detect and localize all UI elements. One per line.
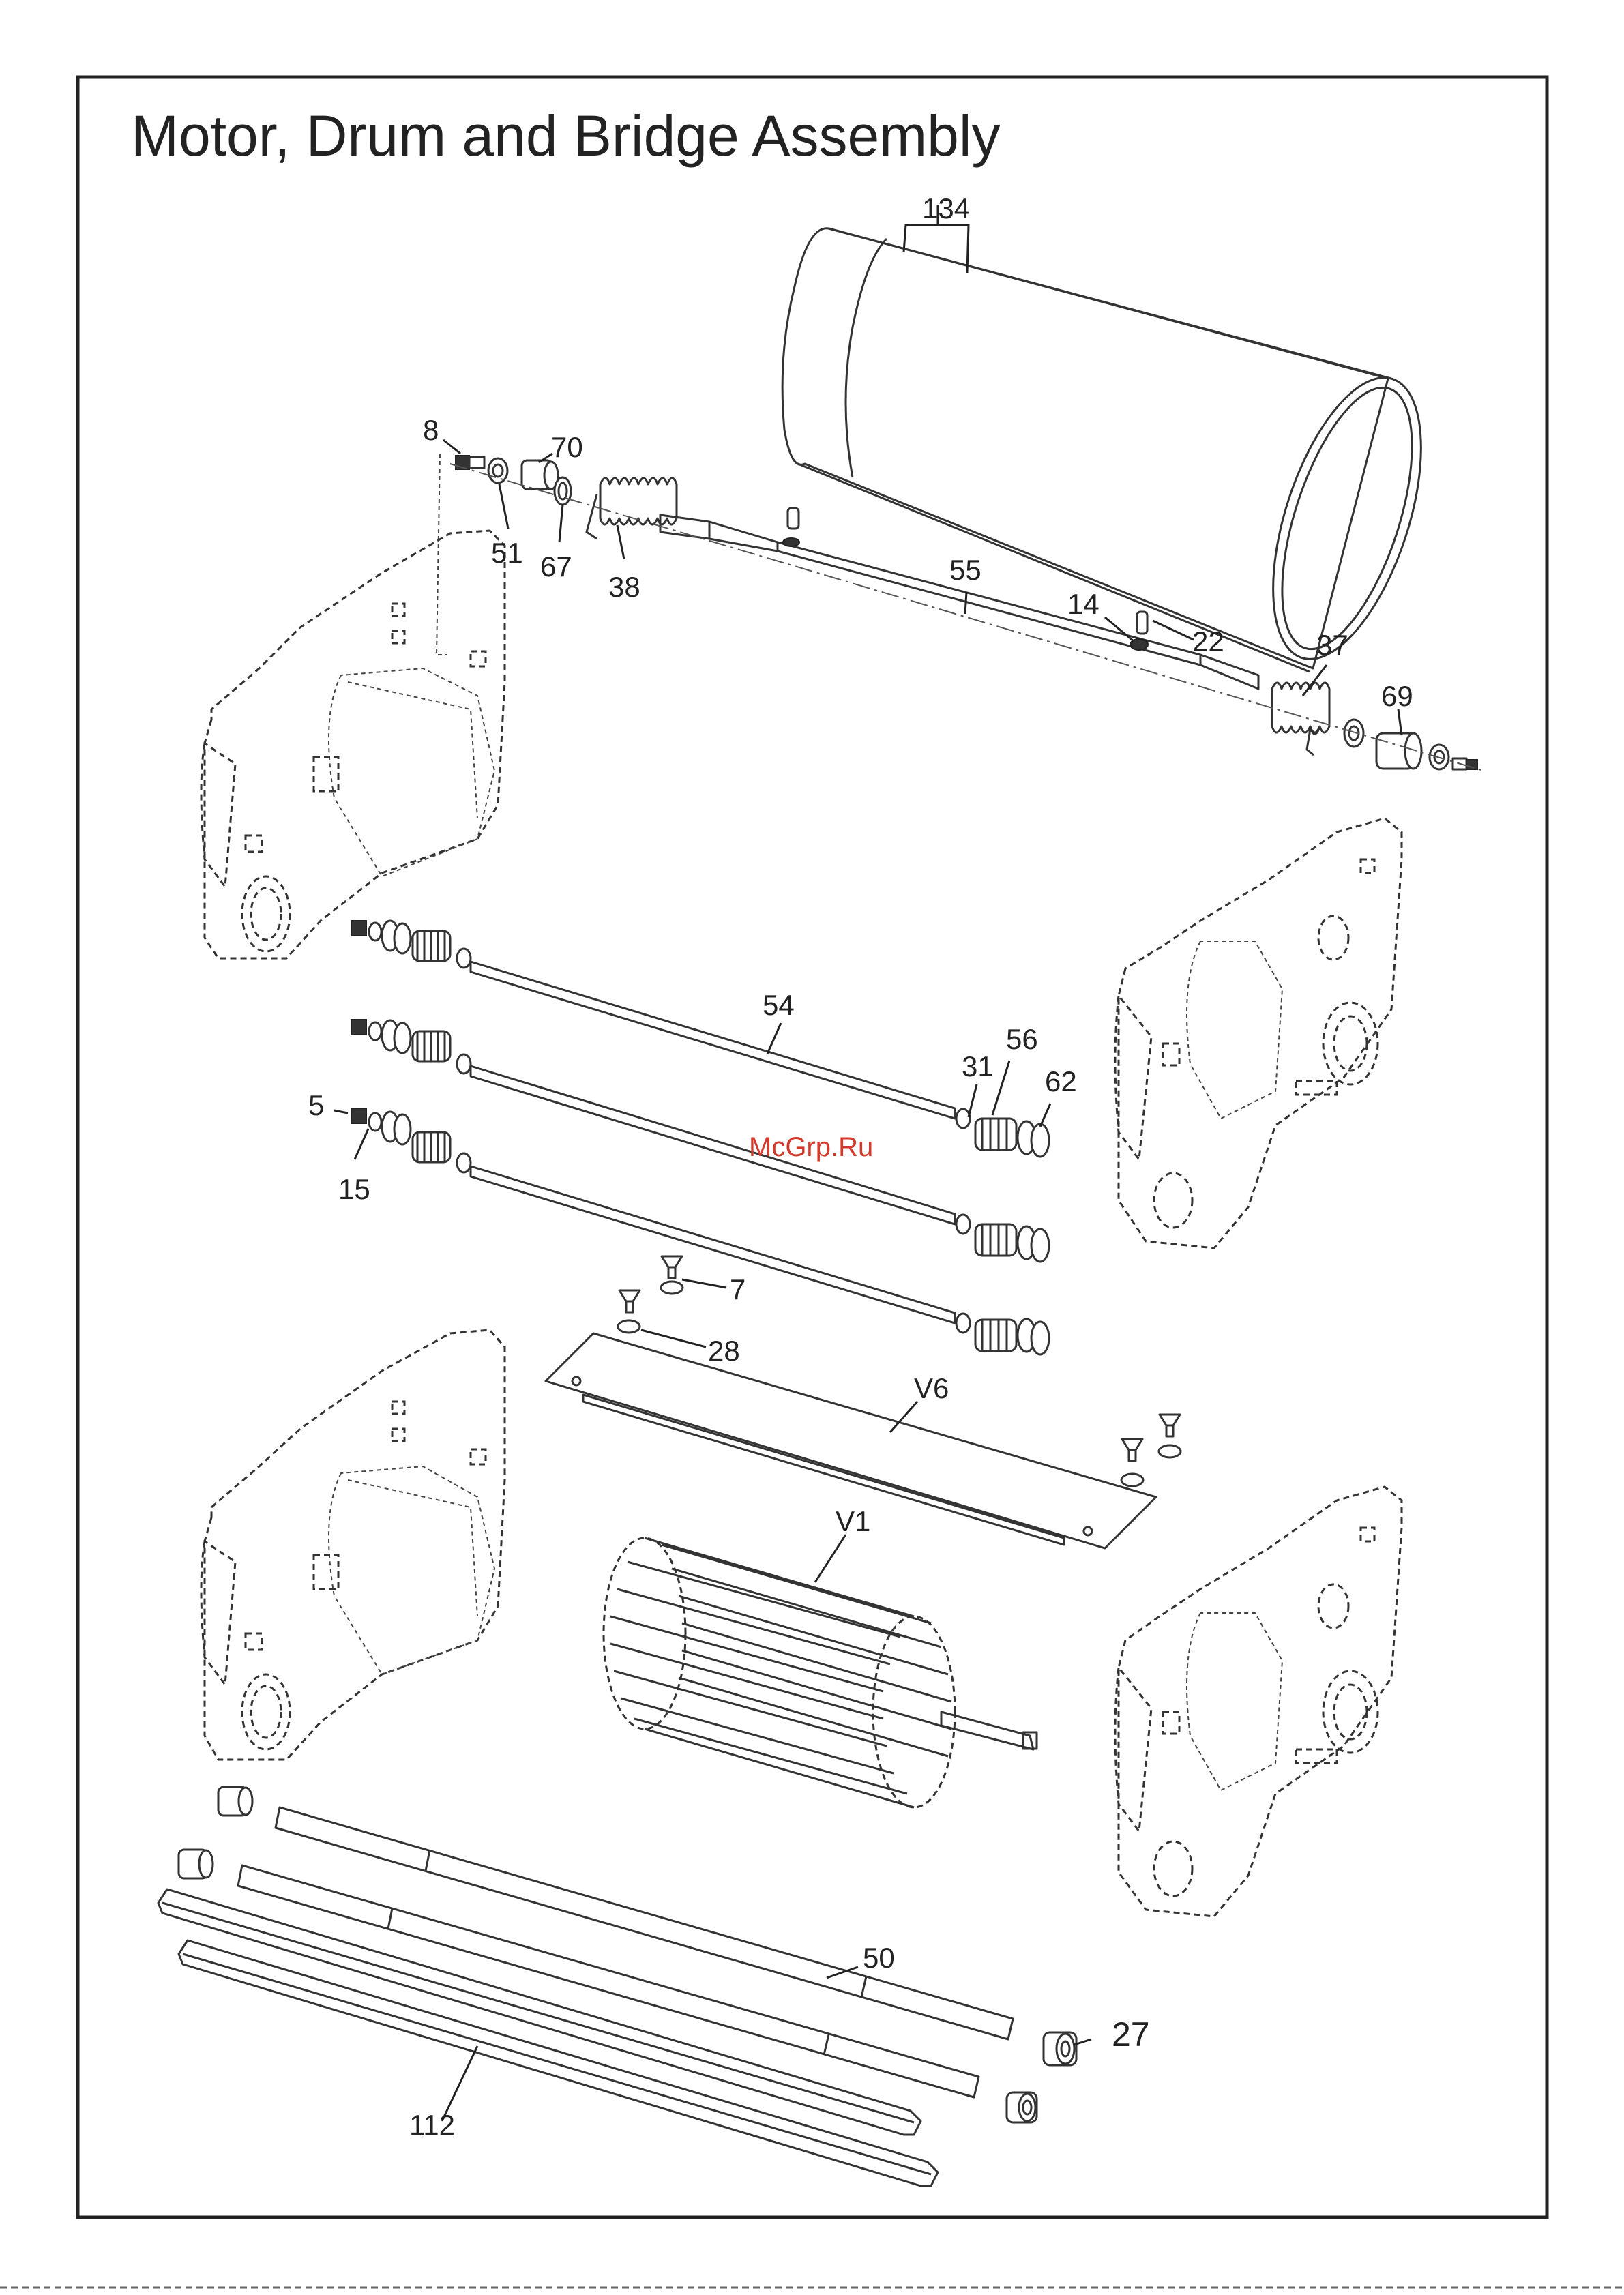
bushing-right-lower [1007, 2092, 1037, 2122]
rod-assembly-1 [351, 921, 1049, 1157]
shaft-50-lower [238, 1865, 979, 2097]
callout-67: 67 [540, 550, 572, 582]
nut-51 [488, 458, 507, 483]
callout-50: 50 [863, 1942, 895, 1974]
bushing-left-1 [218, 1787, 252, 1816]
callout-V1: V1 [836, 1505, 870, 1537]
screw-bridge-right-1 [1121, 1439, 1143, 1486]
bushing-70 [522, 460, 558, 489]
axis-line-top [450, 464, 1483, 771]
callout-31: 31 [962, 1050, 994, 1082]
callout-56: 56 [1006, 1023, 1038, 1055]
callout-134: 134 [922, 192, 970, 224]
callout-14: 14 [1067, 588, 1099, 620]
shaft-55 [660, 515, 1258, 689]
rod-assembly-3 [351, 1108, 1049, 1354]
shaft-112 [158, 1889, 921, 2135]
callout-55: 55 [949, 554, 981, 586]
side-plate-upper-right [1115, 818, 1402, 1248]
screw-28 [618, 1290, 640, 1333]
callout-51: 51 [491, 537, 523, 569]
shaft-50 [276, 1807, 1013, 2039]
side-plate-upper-left [201, 531, 505, 958]
motor-rotor-v1 [604, 1538, 1037, 1807]
callout-5: 5 [308, 1089, 324, 1121]
pin-22 [1137, 612, 1147, 634]
callout-70: 70 [551, 431, 583, 463]
callout-8: 8 [423, 414, 439, 446]
callout-28: 28 [708, 1335, 740, 1367]
callout-62: 62 [1045, 1065, 1077, 1097]
drum-part [782, 228, 1451, 677]
callout-69: 69 [1381, 680, 1413, 712]
callout-7: 7 [730, 1273, 745, 1305]
callout-22: 22 [1192, 625, 1224, 657]
side-plate-lower-left [201, 1330, 505, 1760]
screw-bridge-right-2 [1159, 1415, 1181, 1457]
callout-27: 27 [1112, 2015, 1150, 2054]
callout-15: 15 [338, 1173, 370, 1205]
bushing-27 [1044, 2032, 1076, 2065]
watermark: McGrp.Ru [749, 1132, 873, 1162]
rod-assembly-2 [351, 1020, 1049, 1262]
spring-37 [1272, 683, 1329, 755]
washer-right-upper [1344, 720, 1363, 747]
callout-37: 37 [1316, 629, 1348, 661]
side-plate-lower-right [1115, 1487, 1402, 1916]
callout-54: 54 [763, 989, 795, 1021]
axis-line-top-drop [437, 454, 447, 655]
callout-V6: V6 [914, 1372, 949, 1404]
pin-upper [783, 508, 799, 546]
screw-7 [661, 1256, 683, 1294]
bushing-left-2 [179, 1850, 213, 1878]
callout-112: 112 [409, 2109, 455, 2141]
callout-38: 38 [608, 571, 640, 603]
diagram-title: Motor, Drum and Bridge Assembly [131, 104, 1001, 168]
washer-67 [555, 477, 571, 505]
